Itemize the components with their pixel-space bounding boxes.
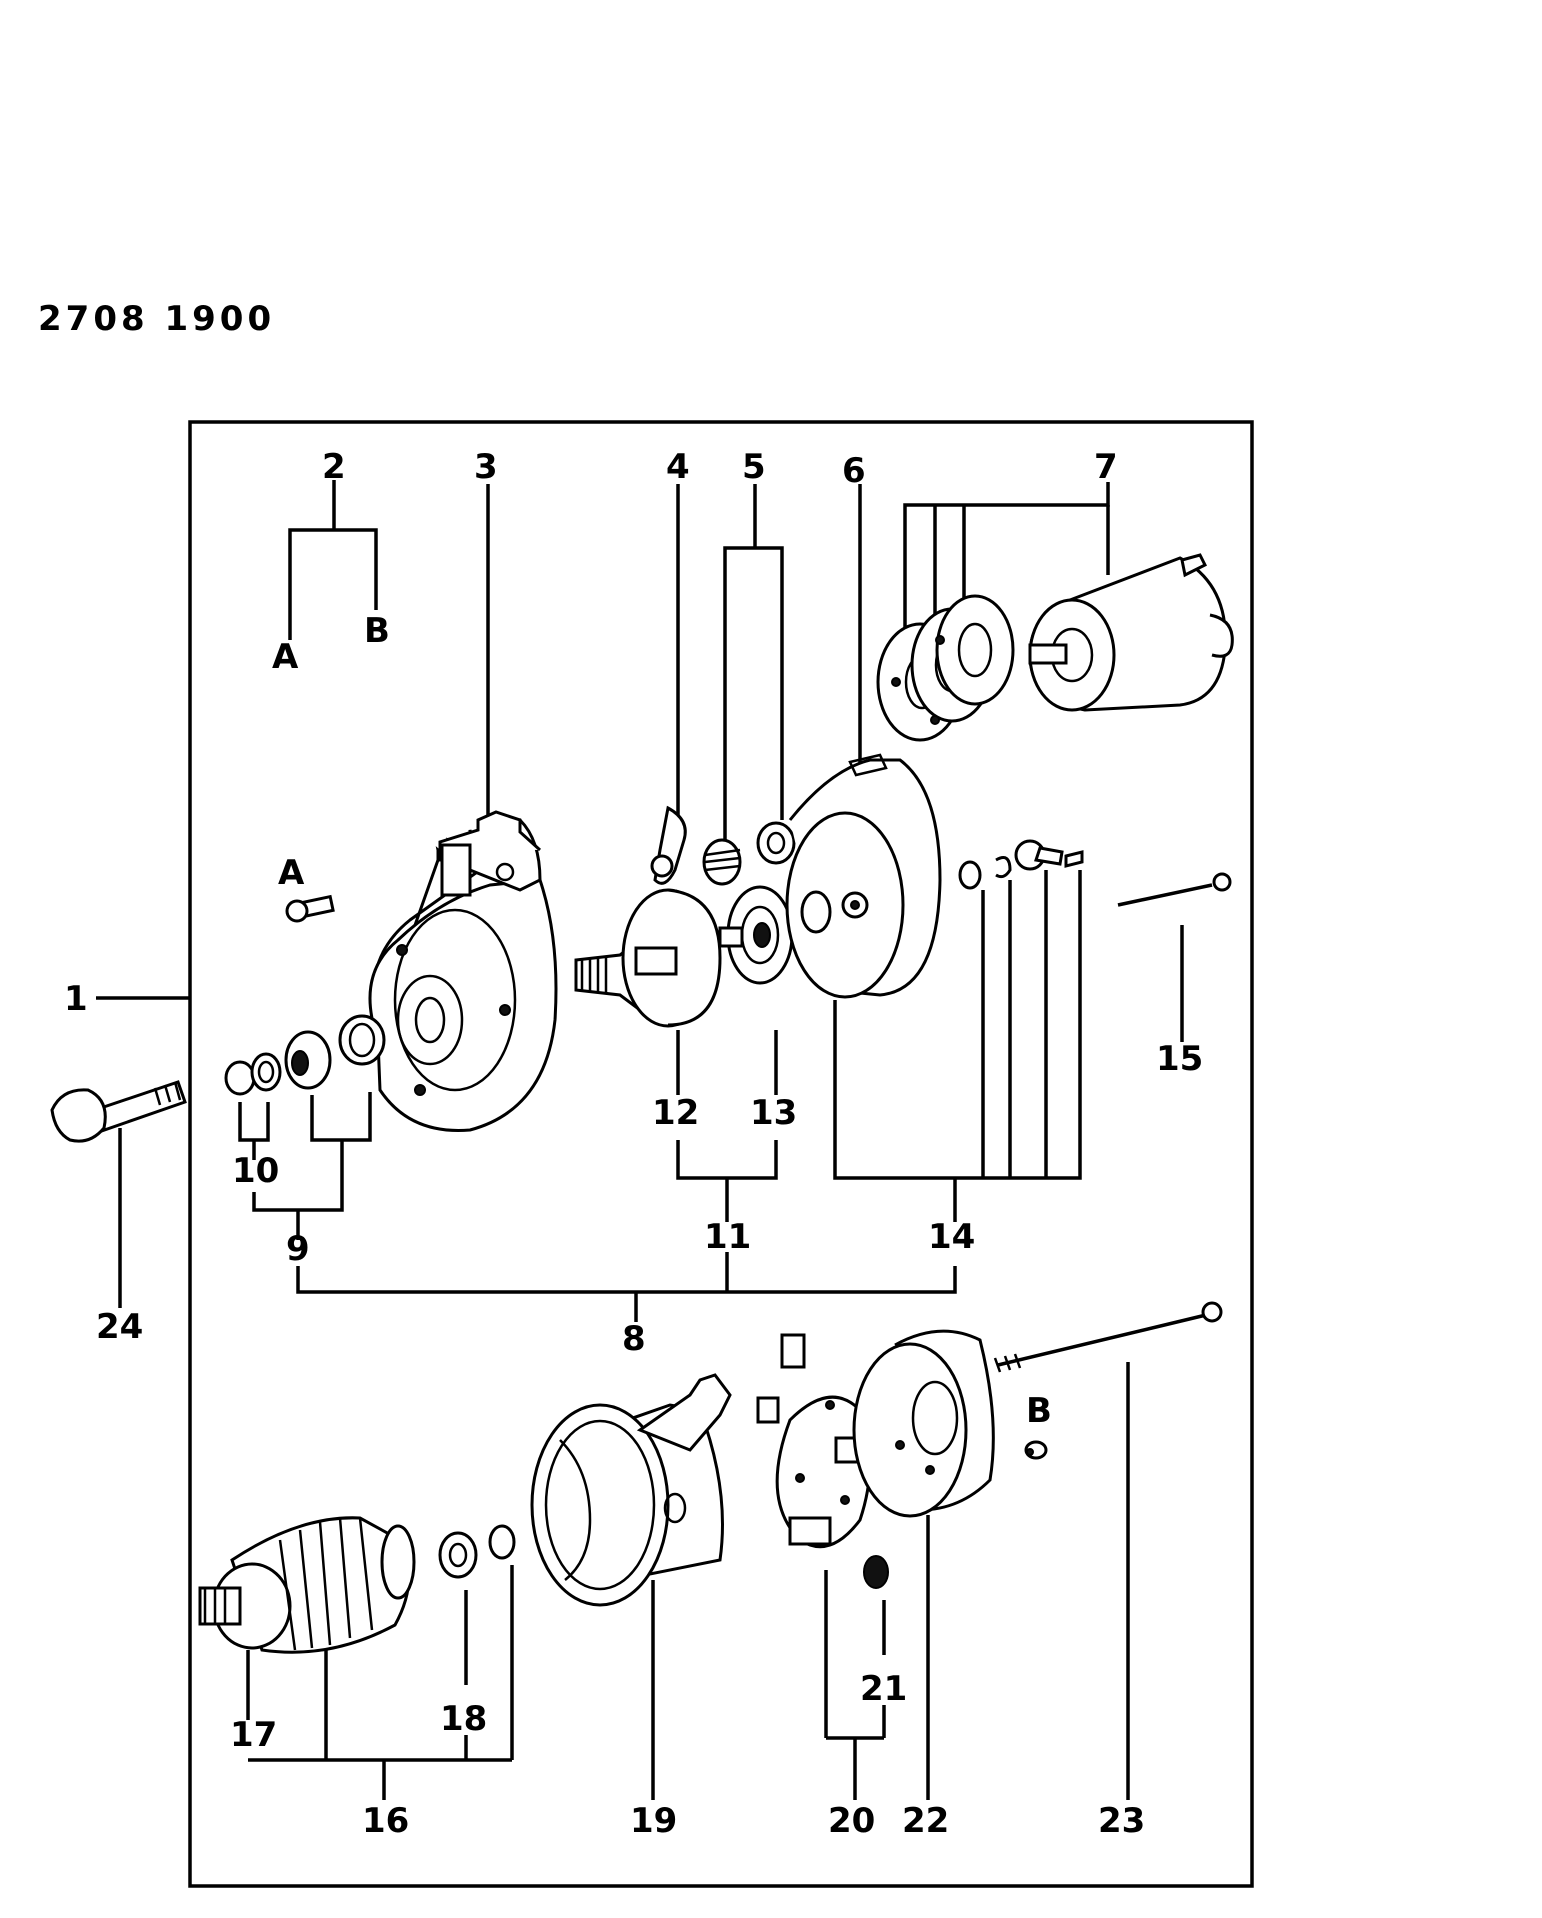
screw-a	[285, 894, 335, 923]
callout-14: 14	[928, 1217, 975, 1257]
planetary-shaft	[574, 888, 722, 1028]
lever-springs	[702, 821, 796, 886]
callout-16: 16	[362, 1801, 409, 1841]
callout-6: 6	[842, 451, 866, 491]
armature	[198, 1516, 416, 1654]
callout-17: 17	[230, 1715, 277, 1755]
front-bracket	[368, 810, 558, 1132]
callout-19: 19	[630, 1801, 677, 1841]
yoke-assembly	[530, 1373, 732, 1607]
lever	[650, 805, 687, 885]
magnetic-switch-solenoid	[1028, 553, 1234, 712]
callout-8: 8	[622, 1319, 646, 1359]
screw-b	[1024, 1440, 1048, 1460]
callout-20: 20	[828, 1801, 875, 1841]
internal-gear	[718, 885, 794, 985]
callout-21: 21	[860, 1669, 907, 1709]
brush-spring	[863, 1555, 889, 1589]
callout-23: 23	[1098, 1801, 1145, 1841]
solenoid-shims	[876, 594, 1015, 742]
brush-holder	[756, 1333, 872, 1549]
callout-11: 11	[704, 1217, 751, 1257]
callout-5: 5	[742, 447, 766, 487]
callout-18: 18	[440, 1699, 487, 1739]
callout-22: 22	[902, 1801, 949, 1841]
callout-letter-b: B	[1026, 1391, 1052, 1431]
bearing	[438, 1531, 478, 1579]
callout-15: 15	[1156, 1039, 1203, 1079]
callout-letter-a: A	[278, 853, 305, 893]
mounting-bolt	[50, 1080, 187, 1143]
callout-24: 24	[96, 1307, 143, 1347]
diagram-code: 2708 1900	[38, 299, 275, 339]
callout-10: 10	[232, 1151, 279, 1191]
callout-labels: 1 2 3 4 5 6 7 8 9 10 11 12 13 14 15 16 1…	[64, 447, 1203, 1841]
legend-letter-a: A	[272, 637, 299, 677]
pinion-stop-parts	[224, 1014, 386, 1096]
through-bolt-short	[1117, 872, 1232, 907]
through-bolt-long	[993, 1301, 1223, 1373]
callout-9: 9	[286, 1229, 310, 1269]
callout-12: 12	[652, 1093, 699, 1133]
diagram-frame	[188, 420, 1254, 1888]
callout-2: 2	[322, 447, 346, 487]
gear-case-small-parts	[958, 839, 1084, 890]
callout-1: 1	[64, 979, 88, 1019]
washer	[488, 1524, 516, 1560]
rear-bracket	[852, 1329, 995, 1518]
gear-housing	[785, 753, 942, 999]
callout-13: 13	[750, 1093, 797, 1133]
legend-letter-b: B	[364, 611, 390, 651]
callout-4: 4	[666, 447, 690, 487]
callout-3: 3	[474, 447, 498, 487]
callout-7: 7	[1094, 447, 1118, 487]
